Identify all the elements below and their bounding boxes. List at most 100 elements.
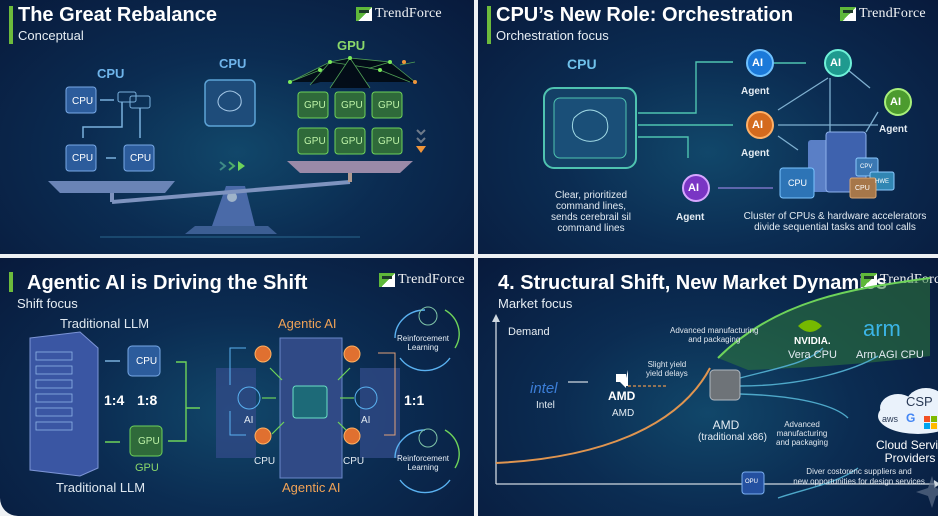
agentic-ratio: 1:1 [404,392,425,408]
panel-subtitle: Shift focus [17,296,78,311]
trendforce-logo: TrendForce [379,272,465,288]
ai-virus-node [343,345,361,363]
aws-logo: aws [882,414,899,424]
trendforce-logo: TrendForce [840,6,926,22]
ai-brain-icon [354,386,378,410]
gpu-chip [129,425,163,457]
opu-chip-text: OPU [745,479,759,485]
cpu-label: CPU [97,66,125,81]
chip-text: GPU [341,136,363,147]
chip-text: CPU [788,178,808,188]
panel-title: The Great Rebalance [18,4,217,26]
cpu-label: CPU [254,456,276,467]
scale-beam [111,180,351,204]
panel-cpu-orchestration: CPU’s New Role: Orchestration Orchestrat… [478,0,938,254]
right-pan [287,161,413,173]
ai-brain-icon [237,386,261,410]
cpu-virus-node [254,427,272,445]
csp-label: CSP [906,394,933,409]
cpu-chip [65,144,97,172]
central-brain-chip [292,385,328,419]
ai-text: AI [890,96,901,108]
cpu-label: CPU [567,56,597,72]
trendforce-logo: TrendForce [356,6,442,22]
scale-base [185,226,277,234]
chip-text: GPU [138,436,160,447]
agentic-ai-label: Agentic AI [282,480,341,495]
arm-agi-cpu-label: Arm AGI CPU [856,349,924,361]
traditional-llm-label: Traditional LLM [60,316,150,331]
chip-text: CPU [136,356,158,367]
ai-label: AI [244,415,254,426]
chip-text: GPU [304,100,326,111]
nvidia-logo-icon [798,320,822,332]
panel-market-dynamics: 4. Structural Shift, New Market Dynamics… [478,258,938,516]
ai-agent-purple [682,174,710,202]
chip-text: GPU [378,136,400,147]
ai-text: AI [830,57,841,69]
panel-title: 4. Structural Shift, New Market Dynamics [498,272,888,294]
ai-text: AI [752,57,763,69]
vera-cpu-label: Vera CPU [788,349,837,361]
opu-chip [741,471,765,495]
ai-text: AI [688,182,699,194]
rebalance-illustration [48,56,426,238]
amd-label: AMD [612,408,635,419]
agent-label: Agent [676,212,705,223]
cpu-ratio: 1:4 [104,392,125,408]
panel-subtitle: Orchestration focus [496,28,609,43]
title-accent-bar [487,6,491,44]
panel-agentic-ai-shift: Agentic AI is Driving the Shift Shift fo… [0,258,474,516]
panel-subtitle: Conceptual [18,28,84,43]
scale-pivot [227,192,237,202]
chip-text: CPV [860,164,873,170]
amd-logo: AMD [608,389,636,403]
gpu-network-mesh [289,57,416,89]
ai-virus-node [254,345,272,363]
brain-head-icon [418,428,438,448]
demand-axis-label: Demand [508,326,550,338]
server-rack-icon [360,368,400,458]
brain-head-icon [418,306,438,326]
chip-text: GPU [341,100,363,111]
amd-x86-chip [709,369,741,401]
cpu-virus-node [343,427,361,445]
ai-text: AI [752,119,763,131]
gpu-label: GPU [337,38,366,53]
cpu-label: CPU [219,56,247,71]
chip-text: CPU [72,153,94,164]
ai-agent-teal [824,49,852,77]
down-arrows-icon [416,129,426,153]
chip-text: GPU [304,136,326,147]
ai-agent-green [884,88,912,116]
agent-label: Agent [879,124,908,135]
ai-label: AI [361,415,371,426]
center-cpu-chip [204,79,256,127]
brain-icon [571,109,609,142]
left-cpu-chip [65,86,97,114]
gpu-ratio: 1:8 [137,392,158,408]
market-dynamics-illustration [492,277,938,508]
panel-great-rebalance: The Great Rebalance Conceptual TrendForc… [0,0,474,254]
title-accent-bar [9,6,13,44]
reinforcement-learning-cycle [394,429,460,494]
cpu-label: CPU [343,456,365,467]
panel-title: CPU’s New Role: Orchestration [496,4,794,26]
server-rack-icon [216,368,256,458]
cluster-cpu-chip [779,167,815,199]
chip-text: CPU [130,153,152,164]
flow-arrows-icon [219,161,245,171]
chip-text: CPU [855,185,870,192]
trendforce-mark-icon [861,273,877,287]
left-pan [48,181,175,193]
gpu-label: GPU [135,462,159,474]
gpu-network-nodes [288,56,417,84]
trendforce-mark-icon [356,7,372,21]
demand-curve [495,367,711,464]
